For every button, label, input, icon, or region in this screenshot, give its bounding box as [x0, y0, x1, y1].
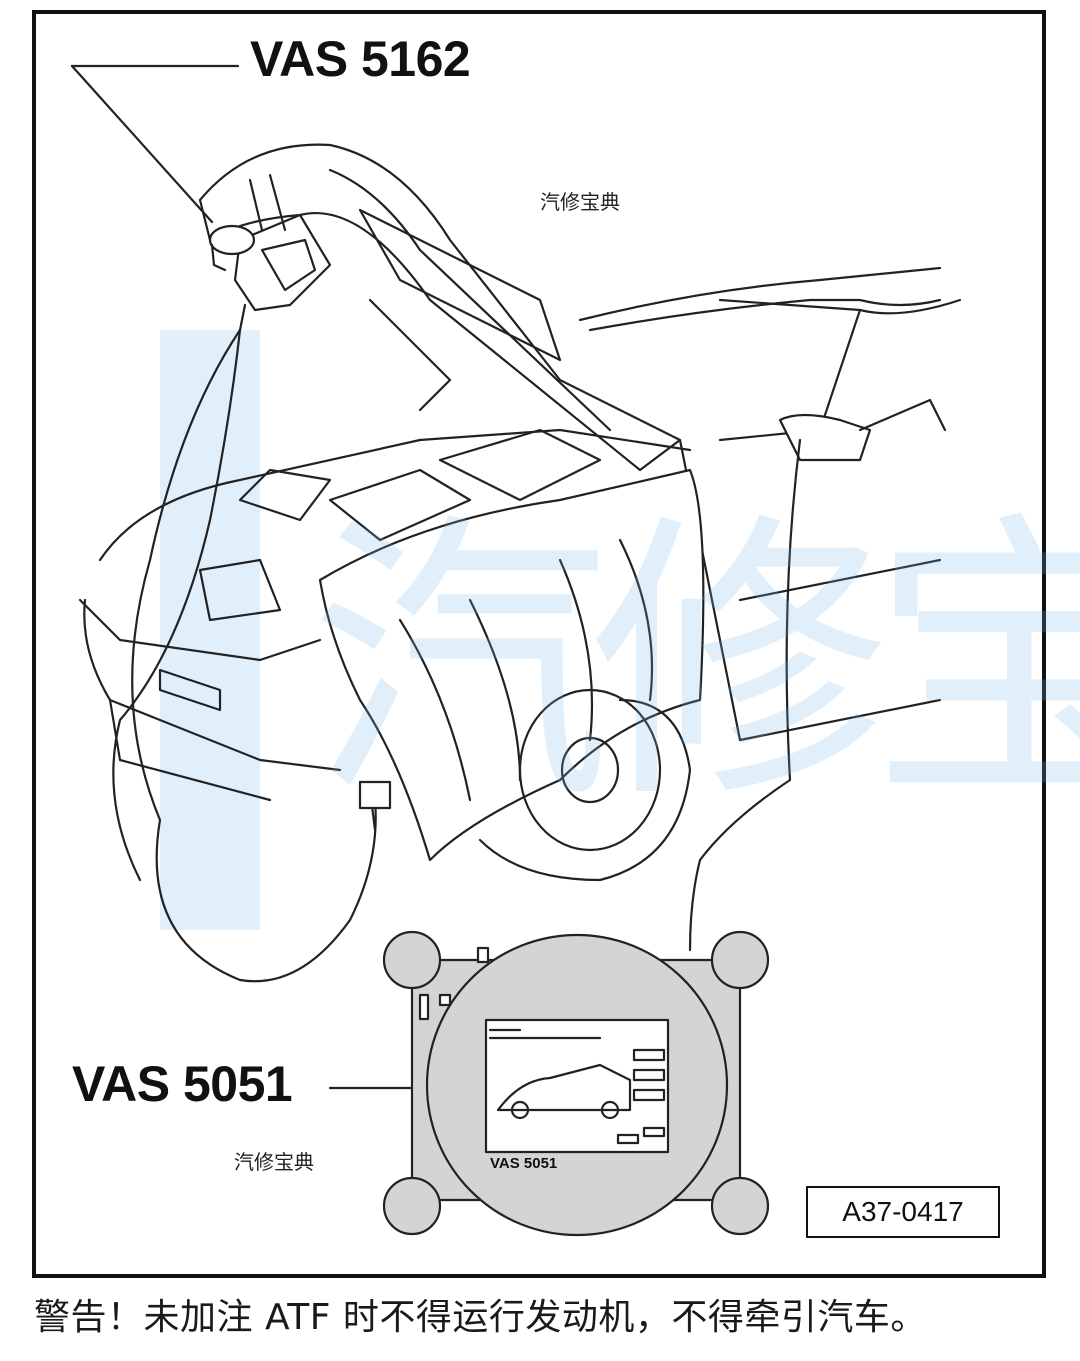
label-vas5162: VAS 5162 — [250, 31, 471, 87]
tester-vas5051 — [382, 930, 770, 1237]
watermark-text-bottom: 汽修宝典 — [234, 1150, 314, 1174]
tester-screen-label: VAS 5051 — [490, 1155, 558, 1172]
car-hood — [198, 143, 682, 472]
car-body — [78, 266, 962, 802]
figure-code: A37-0417 — [806, 1186, 1000, 1238]
leader-vas5162 — [70, 64, 240, 224]
refill-bottle-vas5162 — [208, 173, 332, 332]
illustration — [70, 64, 962, 1237]
front-wheel — [478, 688, 692, 882]
fender-cover — [318, 468, 705, 862]
watermark-text-top: 汽修宝典 — [540, 190, 620, 214]
hoses — [112, 328, 802, 983]
label-vas5051: VAS 5051 — [72, 1056, 293, 1112]
warning-caption: 警告！未加注 ATF 时不得运行发动机，不得牵引汽车。 — [34, 1297, 927, 1338]
